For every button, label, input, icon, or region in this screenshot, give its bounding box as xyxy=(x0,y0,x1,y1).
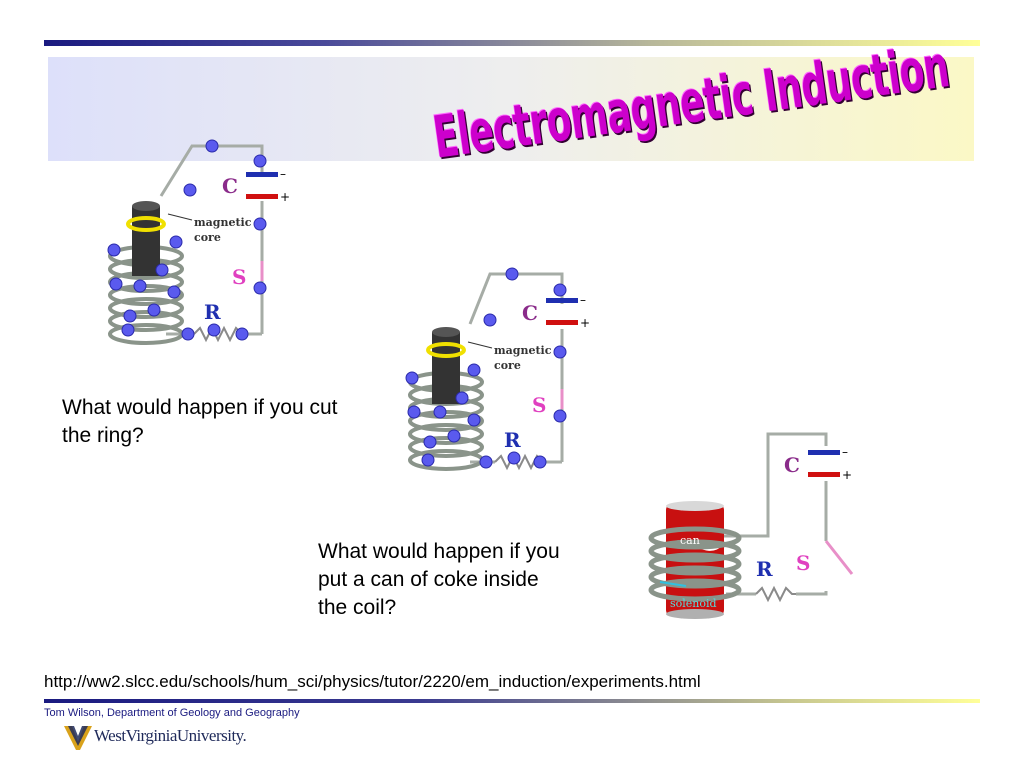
minus-sign-2: – xyxy=(580,293,586,307)
question-ring: What would happen if you cut the ring? xyxy=(62,394,362,450)
minus-sign-3: – xyxy=(842,445,848,459)
resistor-label-1: R xyxy=(204,300,221,324)
can-label: can xyxy=(680,534,700,547)
slide-title-text: Electromagnetic Induction xyxy=(429,32,953,172)
question-ring-text: What would happen if you cut the ring? xyxy=(62,396,338,447)
source-url[interactable]: http://ww2.slcc.edu/schools/hum_sci/phys… xyxy=(44,672,701,691)
question-can-line-2: put a can of coke inside xyxy=(318,568,539,591)
question-can-line-1: What would happen if you xyxy=(318,540,560,563)
minus-sign-1: – xyxy=(280,167,286,181)
university-logo: WestVirginiaUniversity. xyxy=(64,722,284,754)
core-label-1b: core xyxy=(194,231,221,244)
solenoid-label: solenoid xyxy=(670,597,717,610)
core-label-2a: magnetic xyxy=(494,344,552,357)
plus-sign-3: + xyxy=(842,468,852,482)
bottom-rule xyxy=(44,699,980,703)
capacitor-label-1: C xyxy=(222,174,238,198)
core-label-2b: core xyxy=(494,359,521,372)
resistor-label-2: R xyxy=(504,428,521,452)
switch-label-1: S xyxy=(232,265,246,289)
plus-sign-2: + xyxy=(580,316,590,330)
circuit-diagram-can: – + C S R can solenoid xyxy=(648,432,854,619)
circuit-diagram-ring-2: – + C S R magnetic core xyxy=(405,267,590,471)
logo-text: WestVirginiaUniversity. xyxy=(94,726,247,745)
resistor-label-3: R xyxy=(756,557,773,581)
circuit-diagram-ring-1: – + C S R magnetic core xyxy=(107,139,290,345)
author-credit: Tom Wilson, Department of Geology and Ge… xyxy=(44,707,300,719)
question-can-line-3: the coil? xyxy=(318,596,397,619)
flying-wv-icon xyxy=(64,726,92,750)
switch-label-3: S xyxy=(796,551,810,575)
switch-label-2: S xyxy=(532,393,546,417)
core-label-1a: magnetic xyxy=(194,216,252,229)
capacitor-label-2: C xyxy=(522,301,538,325)
plus-sign-1: + xyxy=(280,190,290,204)
title-band xyxy=(48,57,974,161)
capacitor-label-3: C xyxy=(784,453,800,477)
question-can: What would happen if you put a can of co… xyxy=(318,538,628,622)
top-rule xyxy=(44,40,980,46)
